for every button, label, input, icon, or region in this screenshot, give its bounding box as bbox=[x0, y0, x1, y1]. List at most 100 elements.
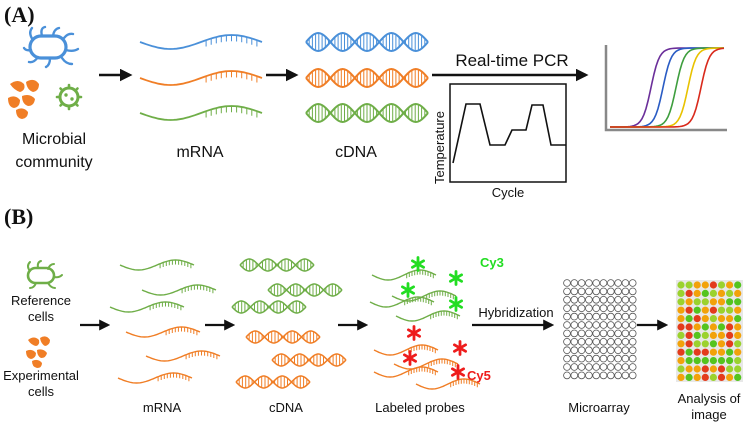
analysis-spot bbox=[677, 323, 685, 331]
microarray-spot bbox=[606, 295, 615, 304]
analysis-spot bbox=[726, 373, 734, 381]
temperature-profile-line bbox=[452, 103, 566, 164]
analysis-spot bbox=[709, 340, 718, 348]
analysis-spot bbox=[709, 365, 718, 373]
panel-b-label: (B) bbox=[4, 204, 33, 229]
mrna-strand-blue bbox=[139, 34, 263, 50]
microarray-spot bbox=[606, 312, 615, 321]
microarray-spot bbox=[570, 363, 579, 371]
microarray-spot bbox=[585, 304, 593, 313]
analysis-spot bbox=[717, 298, 726, 306]
microarray-spot bbox=[614, 346, 622, 355]
analysis-spot bbox=[709, 373, 718, 381]
cdna-helix-blue bbox=[305, 31, 429, 53]
analysis-spot bbox=[701, 357, 709, 365]
microarray-spot bbox=[599, 287, 608, 296]
microarray-spot bbox=[577, 287, 586, 296]
analysis-spot bbox=[734, 357, 742, 365]
microarray-spot bbox=[592, 346, 600, 355]
panel-a: (A) Microbial community mRNA cDNA Real- bbox=[4, 2, 727, 200]
analysis-spot bbox=[717, 348, 726, 356]
microarray-spot bbox=[592, 321, 600, 329]
microarray-spot bbox=[585, 346, 593, 355]
amplification-curve-1 bbox=[610, 47, 724, 128]
microarray-spot bbox=[614, 295, 622, 304]
microarray-spot bbox=[621, 287, 630, 296]
analysis-spot bbox=[726, 289, 734, 297]
microarray-spot bbox=[563, 329, 571, 338]
probe-strand-6 bbox=[393, 358, 459, 370]
microarray-spot bbox=[614, 329, 622, 338]
microarray-spot bbox=[614, 279, 622, 287]
analysis-spot bbox=[734, 348, 742, 356]
microarray-spot bbox=[563, 279, 571, 287]
microarray-spot bbox=[606, 279, 615, 287]
analysis-spot bbox=[726, 365, 734, 373]
microarray-spot bbox=[599, 295, 608, 304]
mrna-strands-b bbox=[109, 259, 221, 384]
microarray-spot bbox=[592, 312, 600, 321]
analysis-label-line1: Analysis of bbox=[678, 391, 741, 406]
analysis-spot bbox=[685, 315, 693, 323]
analysis-spot bbox=[734, 281, 742, 289]
microarray-spot bbox=[592, 287, 600, 296]
analysis-spot bbox=[701, 298, 709, 306]
analysis-spot bbox=[693, 348, 701, 356]
cy3-marker-4 bbox=[449, 296, 463, 312]
analysis-spot bbox=[701, 348, 709, 356]
microarray-spot bbox=[577, 371, 586, 380]
microarray-spot bbox=[621, 354, 630, 363]
analysis-label-line2: image bbox=[691, 407, 726, 422]
analysis-spot bbox=[717, 365, 726, 373]
microarray-spot bbox=[570, 354, 579, 363]
analysis-spot bbox=[726, 340, 734, 348]
analysis-spot bbox=[717, 357, 726, 365]
microarray-spot bbox=[577, 346, 586, 355]
microarray-spot bbox=[570, 304, 579, 313]
temp-axis-label: Temperature bbox=[432, 111, 447, 184]
analysis-spot bbox=[677, 365, 685, 373]
microarray-spot bbox=[563, 337, 571, 346]
microarray-spot bbox=[563, 295, 571, 304]
microarray-spot bbox=[628, 337, 637, 346]
microarray-spot bbox=[628, 321, 637, 329]
microarray-spot bbox=[592, 295, 600, 304]
microarray-spot bbox=[606, 287, 615, 296]
microarray-spot bbox=[563, 321, 571, 329]
microarray-spot bbox=[592, 329, 600, 338]
analysis-spot bbox=[693, 281, 701, 289]
analysis-spot bbox=[693, 315, 701, 323]
analysis-spot bbox=[717, 315, 726, 323]
analysis-spot bbox=[717, 373, 726, 381]
microarray-spot bbox=[606, 329, 615, 338]
amplification-axes bbox=[604, 45, 727, 132]
analysis-spot bbox=[734, 289, 742, 297]
microarray-spot bbox=[585, 337, 593, 346]
analysis-spot bbox=[726, 306, 734, 314]
analysis-spot bbox=[709, 357, 718, 365]
virus-icon bbox=[55, 83, 83, 111]
microarray-spot bbox=[621, 312, 630, 321]
amplification-curves bbox=[610, 47, 725, 128]
microarray-spot bbox=[570, 371, 579, 380]
rod-bacterium-icon bbox=[22, 25, 80, 69]
microarray-spot bbox=[592, 363, 600, 371]
analysis-spot bbox=[717, 340, 726, 348]
community-label-line2: community bbox=[15, 154, 92, 171]
microarray-spot bbox=[599, 279, 608, 287]
mrna-strand-2 bbox=[141, 284, 217, 296]
experimental-cell-icon bbox=[26, 336, 50, 368]
temp-plot-frame bbox=[449, 83, 567, 183]
microarray-spot bbox=[570, 279, 579, 287]
analysis-spot bbox=[693, 365, 701, 373]
microarray-spot bbox=[570, 337, 579, 346]
amplification-curve-4 bbox=[610, 47, 724, 128]
analysis-spot bbox=[726, 348, 734, 356]
analysis-spot bbox=[693, 340, 701, 348]
microarray-spot bbox=[585, 329, 593, 338]
analysis-spot bbox=[726, 298, 734, 306]
community-label-line1: Microbial bbox=[22, 131, 86, 148]
analysis-spot bbox=[709, 298, 718, 306]
mrna-strands-a bbox=[139, 34, 263, 121]
